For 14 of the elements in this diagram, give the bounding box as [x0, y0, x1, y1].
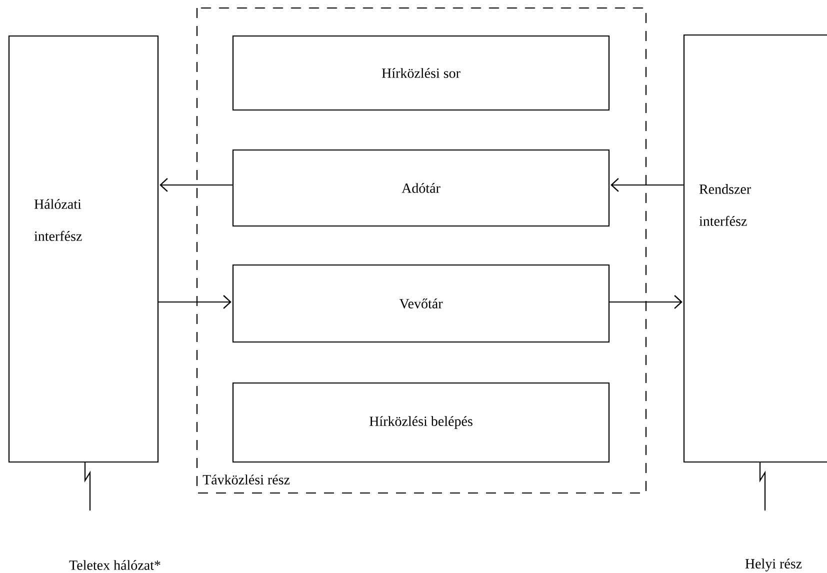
caption-text: Helyi rész	[745, 558, 802, 572]
arrow	[160, 178, 232, 192]
process-box: Vevőtár	[232, 264, 610, 343]
process-box: Hírközlési belépés	[232, 382, 610, 463]
line	[759, 462, 766, 511]
arrow	[158, 295, 232, 309]
process-box: Hírközlési sor	[232, 35, 610, 111]
line	[84, 462, 91, 511]
caption-text: Teletex hálózat*	[69, 560, 160, 570]
process-box: Rendszer interfész	[683, 34, 827, 463]
process-box: Adótár	[232, 149, 610, 227]
process-box: Hálózati interfész	[8, 35, 159, 463]
arrow	[610, 295, 682, 309]
arrow	[610, 178, 684, 192]
